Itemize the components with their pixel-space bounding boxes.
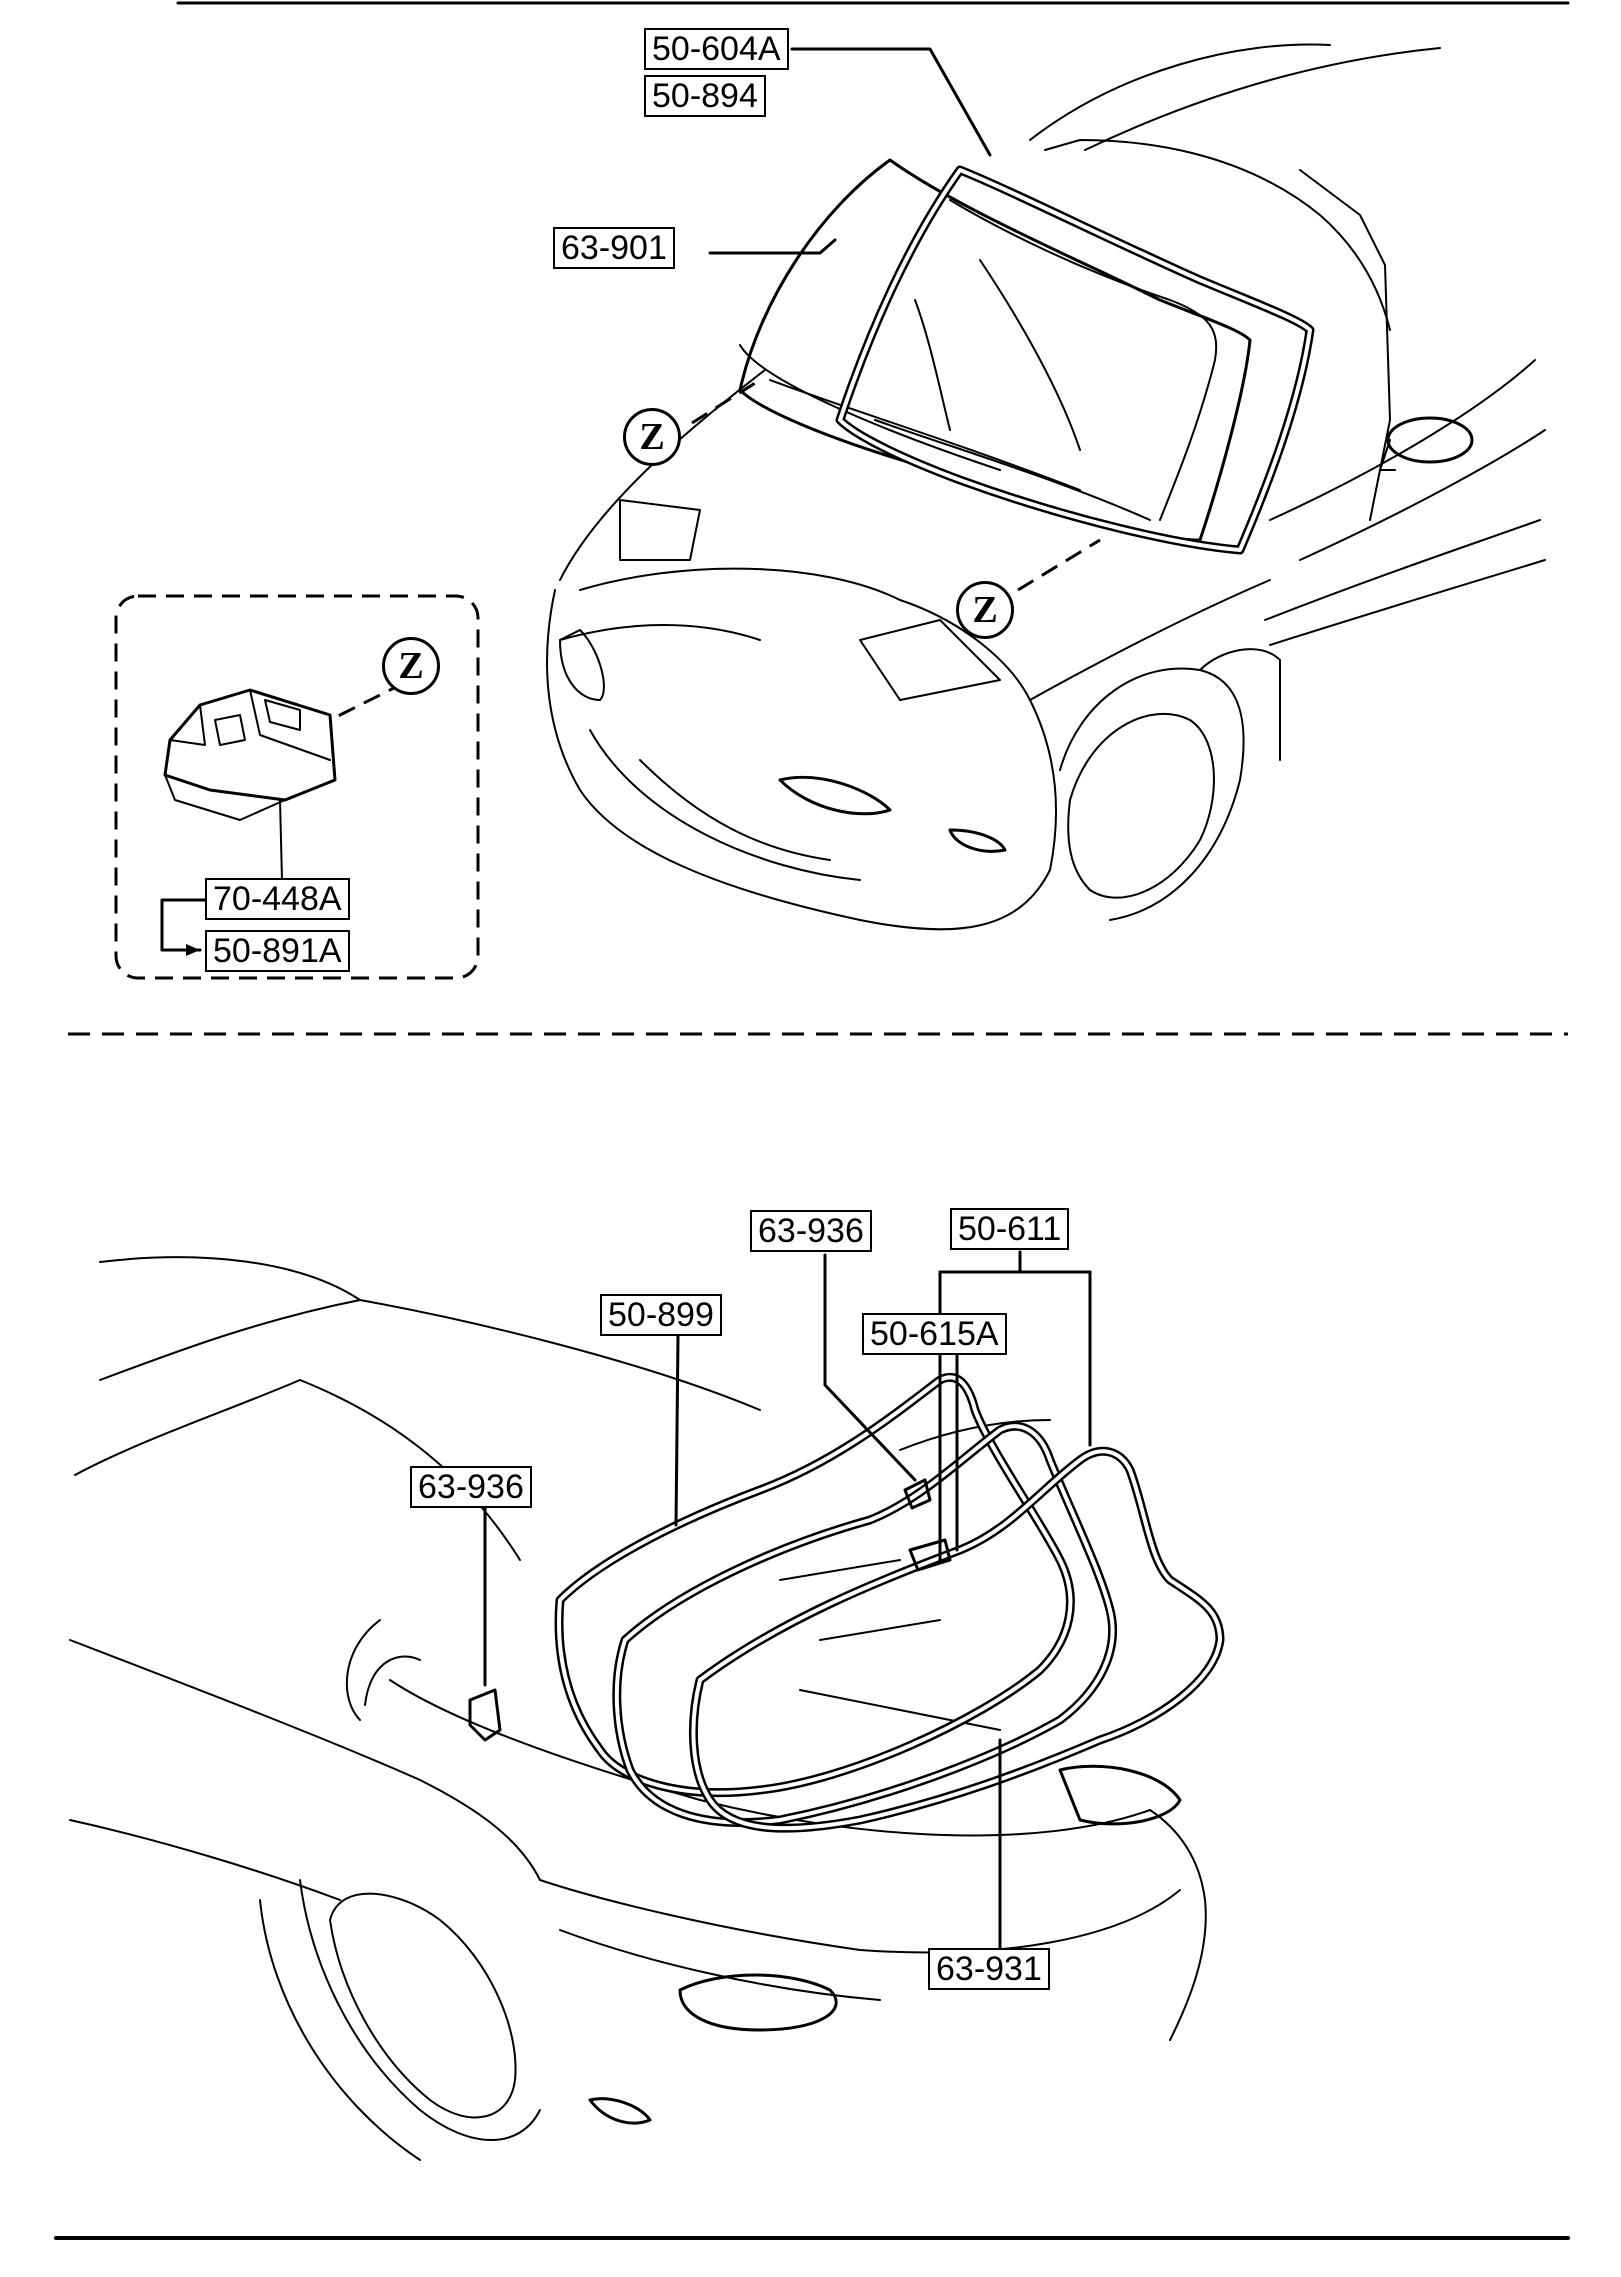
part-label-63-931[interactable]: 63-931 bbox=[928, 1948, 1050, 1990]
z-marker-detail: Z bbox=[382, 637, 440, 695]
rear-car-body bbox=[69, 1256, 1207, 2161]
z-marker-left: Z bbox=[623, 408, 681, 466]
z-marker-center: Z bbox=[956, 581, 1014, 639]
part-label-50-615A[interactable]: 50-615A bbox=[862, 1313, 1007, 1355]
detail-box bbox=[114, 594, 480, 980]
rear-seal-inner bbox=[612, 1421, 1118, 1827]
part-label-63-901[interactable]: 63-901 bbox=[553, 227, 675, 269]
rear-seal-outer bbox=[688, 1446, 1225, 1833]
part-label-50-611[interactable]: 50-611 bbox=[950, 1208, 1070, 1250]
windshield-moulding bbox=[835, 165, 1315, 555]
part-label-63-936-top[interactable]: 63-936 bbox=[750, 1210, 872, 1252]
part-label-50-899[interactable]: 50-899 bbox=[600, 1294, 722, 1336]
part-label-50-604A[interactable]: 50-604A bbox=[644, 28, 789, 70]
part-label-63-936-left[interactable]: 63-936 bbox=[410, 1466, 532, 1508]
clip-icon bbox=[163, 688, 337, 881]
part-label-70-448A[interactable]: 70-448A bbox=[205, 878, 350, 920]
front-car-body bbox=[546, 43, 1546, 931]
part-label-50-894[interactable]: 50-894 bbox=[644, 75, 766, 117]
part-label-50-891A[interactable]: 50-891A bbox=[205, 930, 350, 972]
windshield-glass-icon bbox=[738, 158, 1252, 542]
